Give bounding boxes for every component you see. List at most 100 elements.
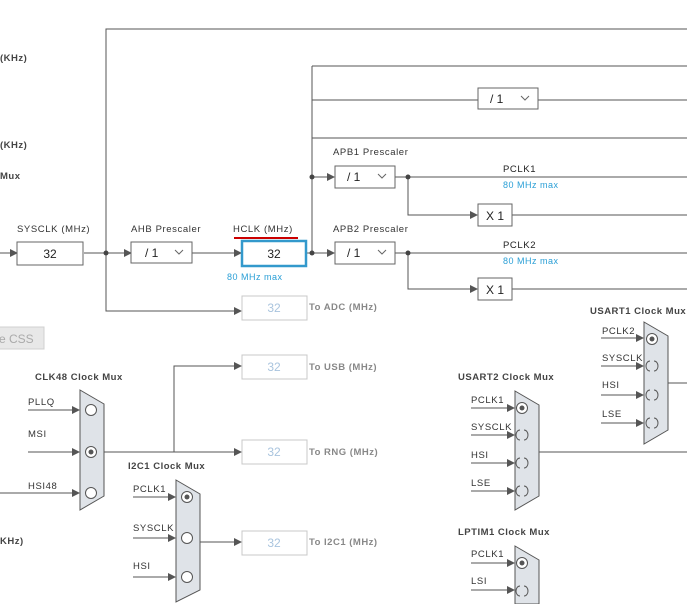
- usart2-input-label: LSE: [471, 478, 491, 489]
- usb-clock-label: To USB (MHz): [309, 362, 377, 373]
- apb1-multiplier-value: X 1: [486, 209, 504, 223]
- usart2-mux-title: USART2 Clock Mux: [458, 372, 554, 383]
- apb1-prescaler-value: / 1: [347, 170, 361, 184]
- hclk-max-label: 80 MHz max: [227, 272, 283, 282]
- usart1-input-label: LSE: [602, 409, 622, 420]
- rng-clock-value: 32: [267, 445, 281, 459]
- pclk1-label: PCLK1: [503, 164, 536, 175]
- adc-clock-value-box[interactable]: 32: [241, 295, 308, 321]
- adc-clock-value: 32: [267, 301, 281, 315]
- i2c1-input-label: PCLK1: [133, 484, 166, 495]
- left-khz-label-2: (KHz): [0, 140, 27, 151]
- hclk-label: HCLK (MHz): [233, 224, 293, 235]
- mux-radio-option[interactable]: [645, 360, 659, 372]
- usb-clock-value-box[interactable]: 32: [241, 354, 308, 380]
- mux-radio-option[interactable]: [85, 487, 97, 499]
- clk48-input-label: HSI48: [28, 481, 57, 492]
- usart1-input-label: SYSCLK: [602, 353, 643, 364]
- i2c1-clock-value-box[interactable]: 32: [241, 530, 308, 556]
- lptim1-mux-title: LPTIM1 Clock Mux: [458, 527, 550, 538]
- apb2-prescaler-value: / 1: [347, 246, 361, 260]
- pclk1-max-label: 80 MHz max: [503, 180, 559, 190]
- lptim1-input-label: PCLK1: [471, 549, 504, 560]
- mux-radio-option[interactable]: [645, 417, 659, 429]
- sysclk-label: SYSCLK (MHz): [17, 224, 90, 235]
- apb2-timer-multiplier: X 1: [477, 277, 513, 301]
- junction-dot: [103, 250, 109, 256]
- chevron-down-icon: [174, 249, 184, 255]
- mux-radio-option[interactable]: [515, 457, 529, 469]
- selected-dot: [88, 449, 94, 455]
- selected-dot: [519, 560, 525, 566]
- clk48-input-label: PLLQ: [28, 397, 55, 408]
- i2c1-clock-mux[interactable]: [175, 479, 201, 603]
- junction-dot: [405, 174, 411, 180]
- usart1-clock-mux[interactable]: [643, 321, 669, 445]
- junction-dot: [309, 174, 315, 180]
- usart2-clock-mux[interactable]: [514, 390, 540, 511]
- left-mux-label: Mux: [0, 171, 21, 182]
- clk48-clock-mux[interactable]: [79, 389, 105, 511]
- usart1-input-label: PCLK2: [602, 326, 635, 337]
- i2c1-clock-label: To I2C1 (MHz): [309, 537, 378, 548]
- hclk-value: 32: [267, 247, 281, 261]
- usart2-input-label: HSI: [471, 450, 489, 461]
- chevron-down-icon: [377, 173, 387, 179]
- adc-clock-label: To ADC (MHz): [309, 302, 377, 313]
- usart2-input-label: PCLK1: [471, 395, 504, 406]
- top-prescaler-select[interactable]: / 1: [477, 87, 539, 110]
- ahb-prescaler-label: AHB Prescaler: [131, 224, 201, 235]
- i2c1-input-label: HSI: [133, 561, 151, 572]
- usart1-input-label: HSI: [602, 380, 620, 391]
- enable-css-button[interactable]: e CSS: [0, 326, 45, 350]
- ahb-prescaler-select[interactable]: / 1: [130, 241, 193, 264]
- sysclk-value-box[interactable]: 32: [16, 241, 84, 266]
- selected-dot: [519, 405, 525, 411]
- pclk2-label: PCLK2: [503, 240, 536, 251]
- top-prescaler-value: / 1: [490, 92, 504, 106]
- left-khz-label-1: (KHz): [0, 53, 27, 64]
- chevron-down-icon: [520, 95, 530, 101]
- usb-clock-value: 32: [267, 360, 281, 374]
- wire-apb1-x1: [407, 177, 478, 219]
- enable-css-label: e CSS: [0, 332, 34, 346]
- clk48-input-label: MSI: [28, 429, 47, 440]
- usart1-mux-title: USART1 Clock Mux: [590, 306, 686, 317]
- apb1-timer-multiplier: X 1: [477, 203, 513, 227]
- junction-dot: [405, 250, 411, 256]
- wire-clk48-to-usb: [173, 362, 242, 452]
- junction-dot: [309, 250, 315, 256]
- mux-radio-option[interactable]: [515, 585, 529, 597]
- i2c1-clock-value: 32: [267, 536, 281, 550]
- hclk-value-box[interactable]: 32: [240, 239, 308, 268]
- mux-radio-option[interactable]: [645, 389, 659, 401]
- mux-radio-option[interactable]: [181, 571, 193, 583]
- mux-radio-option[interactable]: [85, 404, 97, 416]
- lptim1-clock-mux[interactable]: [514, 545, 540, 604]
- apb1-prescaler-label: APB1 Prescaler: [333, 147, 408, 158]
- mux-radio-option[interactable]: [181, 532, 193, 544]
- i2c1-input-label: SYSCLK: [133, 523, 174, 534]
- apb2-multiplier-value: X 1: [486, 283, 504, 297]
- apb2-prescaler-select[interactable]: / 1: [334, 241, 396, 265]
- wire-to-adc: [105, 253, 242, 315]
- ahb-prescaler-value: / 1: [145, 246, 159, 260]
- lptim1-input-label: LSI: [471, 576, 487, 587]
- selected-dot: [184, 494, 190, 500]
- usart2-input-label: SYSCLK: [471, 422, 512, 433]
- rng-clock-value-box[interactable]: 32: [241, 439, 308, 465]
- rng-clock-label: To RNG (MHz): [309, 447, 378, 458]
- mux-radio-option[interactable]: [515, 485, 529, 497]
- selected-dot: [649, 336, 655, 342]
- apb1-prescaler-select[interactable]: / 1: [334, 165, 396, 189]
- wire-apb2-x1: [407, 253, 478, 293]
- mux-radio-option[interactable]: [515, 429, 529, 441]
- apb2-prescaler-label: APB2 Prescaler: [333, 224, 408, 235]
- wire-top-frame: [105, 28, 687, 253]
- chevron-down-icon: [377, 249, 387, 255]
- left-khz-label-3: KHz): [0, 536, 24, 547]
- pclk2-max-label: 80 MHz max: [503, 256, 559, 266]
- i2c1-mux-title: I2C1 Clock Mux: [128, 461, 205, 472]
- clk48-mux-title: CLK48 Clock Mux: [35, 372, 123, 383]
